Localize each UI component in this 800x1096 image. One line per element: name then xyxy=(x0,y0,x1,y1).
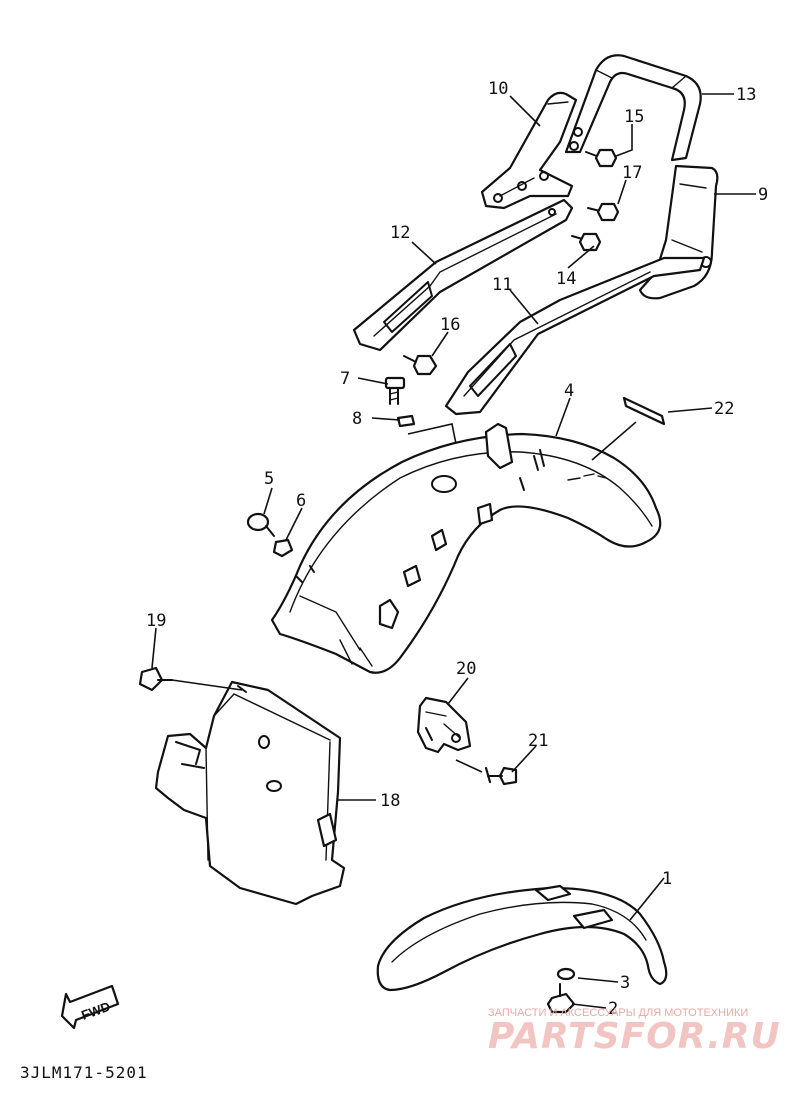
callout-22: 22 xyxy=(714,399,734,419)
clip-part-8 xyxy=(396,414,416,428)
callout-16: 16 xyxy=(440,315,460,335)
callout-2: 2 xyxy=(608,999,618,1019)
bolt-part-17 xyxy=(587,202,620,222)
side-cover-part-9 xyxy=(638,164,719,300)
bolt-part-15 xyxy=(585,148,618,168)
rear-fender-part-4 xyxy=(270,422,662,674)
bolt-part-14 xyxy=(571,232,602,252)
callout-10: 10 xyxy=(488,79,508,99)
nut-part-6 xyxy=(272,538,294,558)
callout-11: 11 xyxy=(492,275,512,295)
washer-part-3 xyxy=(556,967,576,981)
frame-rail-part-11 xyxy=(444,256,706,416)
frame-rail-part-12 xyxy=(352,198,574,352)
watermark-tagline: ЗАПЧАСТИ И АКСЕССУАРЫ ДЛЯ МОТОТЕХНИКИ xyxy=(488,1007,748,1019)
callout-17: 17 xyxy=(622,163,642,183)
callout-6: 6 xyxy=(296,491,306,511)
bolt-part-16 xyxy=(403,354,438,376)
callout-labels: 1 2 3 4 5 6 7 8 9 10 11 12 13 14 15 16 1… xyxy=(146,79,768,1019)
watermark: ЗАПЧАСТИ И АКСЕССУАРЫ ДЛЯ МОТОТЕХНИКИ PA… xyxy=(488,1007,781,1057)
callout-1: 1 xyxy=(662,869,672,889)
callout-7: 7 xyxy=(340,369,350,389)
front-fender-part-1 xyxy=(376,884,668,992)
callout-4: 4 xyxy=(564,381,574,401)
grab-bar-part-13 xyxy=(564,54,702,162)
callout-13: 13 xyxy=(736,85,756,105)
callout-15: 15 xyxy=(624,107,644,127)
callout-21: 21 xyxy=(528,731,548,751)
callout-9: 9 xyxy=(758,185,768,205)
callout-18: 18 xyxy=(380,791,400,811)
callout-5: 5 xyxy=(264,469,274,489)
callout-3: 3 xyxy=(620,973,630,993)
fwd-arrow-icon: FWD xyxy=(60,984,120,1030)
callout-8: 8 xyxy=(352,409,362,429)
bracket-part-20 xyxy=(416,696,472,754)
strip-part-22 xyxy=(622,396,666,426)
bolt-part-2 xyxy=(546,983,576,1014)
callout-12: 12 xyxy=(390,223,410,243)
bracket-part-10 xyxy=(480,91,578,210)
callout-14: 14 xyxy=(556,269,576,289)
bolt-part-7 xyxy=(384,376,406,405)
bolt-part-19 xyxy=(138,666,173,692)
diagram-code: 3JLM171-5201 xyxy=(20,1063,148,1082)
screw-part-5 xyxy=(246,512,275,537)
callout-19: 19 xyxy=(146,611,166,631)
leader-lines xyxy=(151,93,756,1009)
inner-fender-part-18 xyxy=(154,680,346,906)
callout-20: 20 xyxy=(456,659,476,679)
screw-part-21 xyxy=(484,766,518,786)
watermark-brand: PARTSFOR.RU xyxy=(488,1016,781,1057)
leader-part-8-bracket xyxy=(407,423,457,445)
